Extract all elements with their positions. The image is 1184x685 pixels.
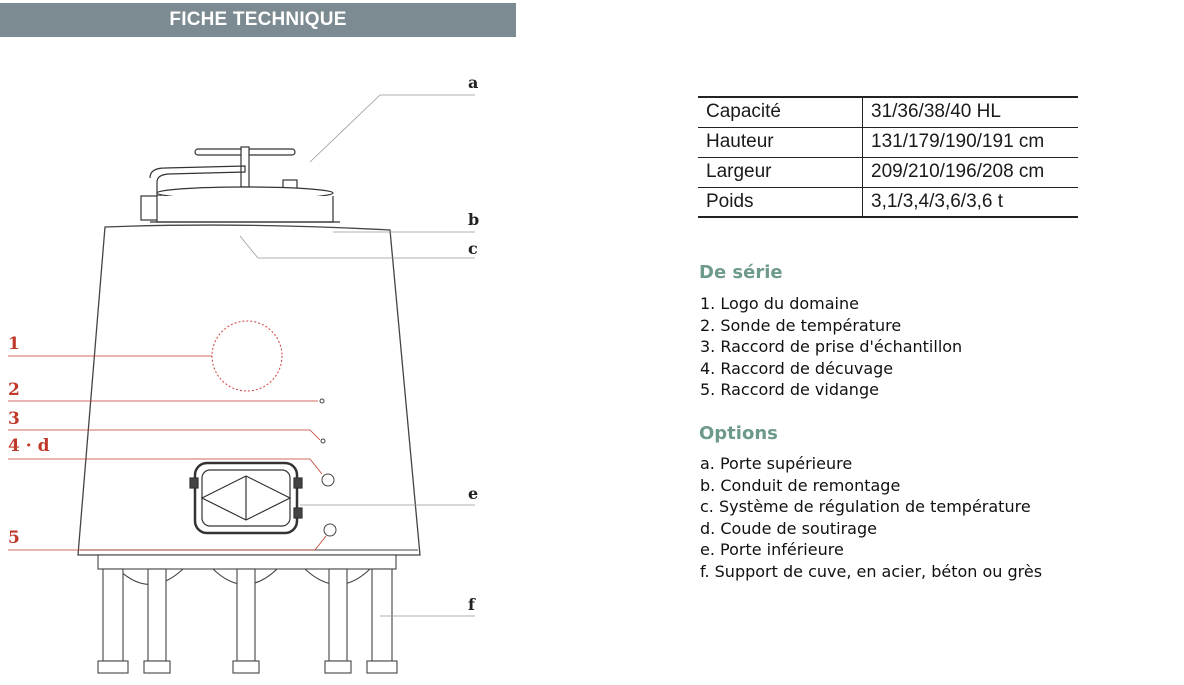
racking-fitting: [321, 473, 335, 487]
list-item: e. Porte inférieure: [700, 540, 844, 559]
list-item: 2. Sonde de température: [700, 315, 902, 335]
label-1: 1: [8, 334, 20, 354]
label-b: b: [468, 210, 479, 229]
list-item: 3. Raccord de prise d'échantillon: [700, 337, 963, 356]
table-row: Largeur 209/210/196/208 cm: [698, 156, 1078, 187]
table-row: Hauteur 131/179/190/191 cm: [698, 126, 1078, 157]
spec-value: 31/36/38/40 HL: [862, 96, 1078, 127]
options-section-title: Options: [699, 423, 778, 444]
page-header-banner: FICHE TECHNIQUE: [0, 3, 516, 37]
spec-label: Poids: [698, 186, 863, 218]
label-e: e: [468, 484, 478, 503]
label-5: 5: [8, 528, 20, 548]
table-row: Poids 3,1/3,4/3,6/3,6 t: [698, 186, 1078, 218]
tank-body: [77, 224, 421, 556]
spec-value: 209/210/196/208 cm: [862, 156, 1078, 187]
spec-value: 131/179/190/191 cm: [862, 126, 1078, 157]
options-list: a. Porte supérieure b. Conduit de remont…: [700, 453, 1042, 582]
list-item: d. Coude de soutirage: [700, 518, 877, 538]
list-item: f. Support de cuve, en acier, béton ou g…: [700, 561, 1043, 581]
serie-section-title: De série: [699, 262, 783, 283]
top-door-mechanism: [140, 146, 340, 223]
serie-list: 1. Logo du domaine 2. Sonde de températu…: [700, 293, 962, 401]
list-item: 4. Raccord de décuvage: [700, 358, 894, 378]
lower-door: [189, 461, 303, 535]
label-3: 3: [8, 409, 20, 429]
option-callouts: [239, 94, 475, 617]
tank-diagram: a b c e f 1 2 3 4 · d 5: [8, 73, 479, 674]
list-item: 5. Raccord de vidange: [700, 380, 879, 399]
list-item: 1. Logo du domaine: [700, 294, 859, 313]
list-item: b. Conduit de remontage: [700, 475, 901, 495]
table-row: Capacité 31/36/38/40 HL: [698, 96, 1078, 127]
spec-label: Hauteur: [698, 126, 863, 157]
standard-callouts: [8, 355, 327, 551]
temperature-probe: [319, 398, 325, 404]
spec-table: Capacité 31/36/38/40 HL Hauteur 131/179/…: [698, 96, 1078, 218]
tank-support: [97, 554, 398, 674]
label-2: 2: [8, 380, 20, 400]
label-4-d: 4 · d: [8, 436, 50, 456]
label-a: a: [468, 73, 478, 92]
sample-fitting: [320, 438, 326, 444]
label-c: c: [468, 239, 478, 258]
list-item: c. Système de régulation de température: [700, 497, 1031, 516]
label-f: f: [468, 595, 476, 614]
spec-label: Largeur: [698, 156, 863, 187]
drain-fitting: [323, 523, 337, 537]
spec-value: 3,1/3,4/3,6/3,6 t: [862, 186, 1078, 218]
list-item: a. Porte supérieure: [700, 454, 853, 473]
spec-label: Capacité: [698, 96, 863, 127]
